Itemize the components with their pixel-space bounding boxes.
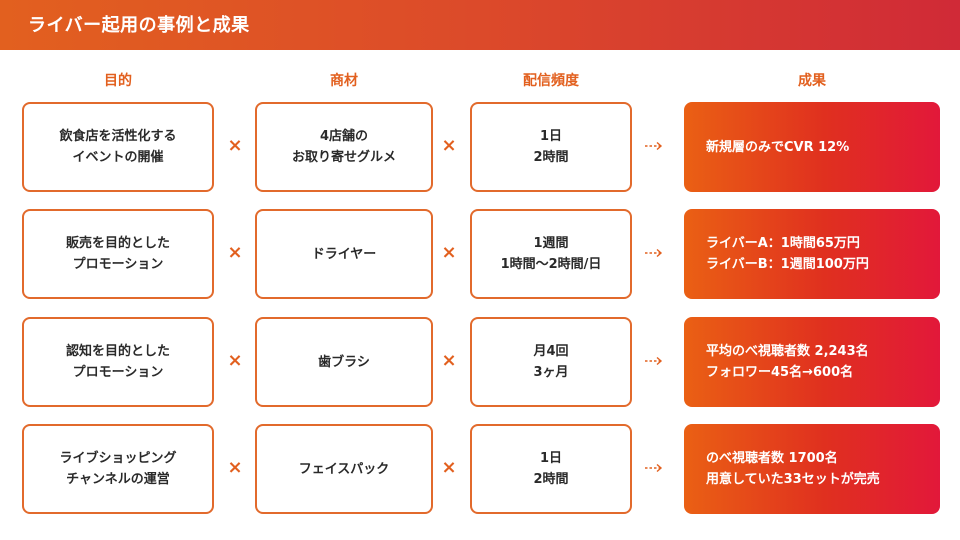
- product-cell: ドライヤー: [255, 209, 433, 299]
- result-text: のべ視聴者数 1700名 用意していた33セットが完売: [706, 451, 880, 487]
- frequency-text: 1日 2時間: [533, 451, 569, 487]
- frequency-text: 1週間 1時間〜2時間/日: [500, 236, 602, 272]
- purpose-text: 認知を目的とした プロモーション: [65, 344, 170, 380]
- dashed-arrow-icon: [645, 463, 663, 473]
- result-text: 平均のべ視聴者数 2,243名 フォロワー45名→600名: [706, 344, 869, 380]
- cross-symbol: ×: [441, 135, 457, 156]
- cross-symbol: ×: [441, 242, 457, 263]
- frequency-text: 月4回 3ヶ月: [533, 344, 569, 380]
- product-text: 4店舗の お取り寄せグルメ: [291, 129, 396, 165]
- product-cell: フェイスパック: [255, 424, 433, 514]
- result-cell: のべ視聴者数 1700名 用意していた33セットが完売: [684, 424, 940, 514]
- result-cell: 平均のべ視聴者数 2,243名 フォロワー45名→600名: [684, 317, 940, 407]
- product-text: 歯ブラシ: [318, 354, 370, 370]
- frequency-cell: 月4回 3ヶ月: [470, 317, 632, 407]
- frequency-cell: 1日 2時間: [470, 424, 632, 514]
- cross-symbol: ×: [227, 242, 243, 263]
- cross-symbol: ×: [227, 457, 243, 478]
- frequency-cell: 1週間 1時間〜2時間/日: [470, 209, 632, 299]
- result-cell: ライバーA：1時間65万円 ライバーB：1週間100万円: [684, 209, 940, 299]
- page-title: ライバー起用の事例と成果: [28, 15, 250, 36]
- frequency-cell: 1日 2時間: [470, 102, 632, 192]
- column-header-product: 商材: [330, 73, 358, 89]
- product-text: ドライヤー: [311, 246, 377, 262]
- dashed-arrow-icon: [645, 356, 663, 366]
- product-cell: 4店舗の お取り寄せグルメ: [255, 102, 433, 192]
- purpose-text: 飲食店を活性化する イベントの開催: [59, 129, 177, 165]
- column-header-purpose: 目的: [104, 73, 132, 89]
- cross-symbol: ×: [227, 135, 243, 156]
- purpose-cell: 販売を目的とした プロモーション: [22, 209, 214, 299]
- purpose-text: ライブショッピング チャンネルの運営: [59, 451, 177, 487]
- product-text: フェイスパック: [298, 461, 390, 477]
- purpose-cell: ライブショッピング チャンネルの運営: [22, 424, 214, 514]
- cross-symbol: ×: [441, 350, 457, 371]
- cross-symbol: ×: [441, 457, 457, 478]
- purpose-cell: 飲食店を活性化する イベントの開催: [22, 102, 214, 192]
- purpose-text: 販売を目的とした プロモーション: [65, 236, 170, 272]
- column-header-frequency: 配信頻度: [523, 73, 579, 89]
- column-header-result: 成果: [798, 73, 826, 89]
- result-text: ライバーA：1時間65万円 ライバーB：1週間100万円: [706, 236, 869, 272]
- cross-symbol: ×: [227, 350, 243, 371]
- result-cell: 新規層のみでCVR 12%: [684, 102, 940, 192]
- header-bar: ライバー起用の事例と成果: [0, 0, 960, 50]
- dashed-arrow-icon: [645, 141, 663, 151]
- result-text: 新規層のみでCVR 12%: [706, 139, 850, 155]
- frequency-text: 1日 2時間: [533, 129, 569, 165]
- product-cell: 歯ブラシ: [255, 317, 433, 407]
- dashed-arrow-icon: [645, 248, 663, 258]
- purpose-cell: 認知を目的とした プロモーション: [22, 317, 214, 407]
